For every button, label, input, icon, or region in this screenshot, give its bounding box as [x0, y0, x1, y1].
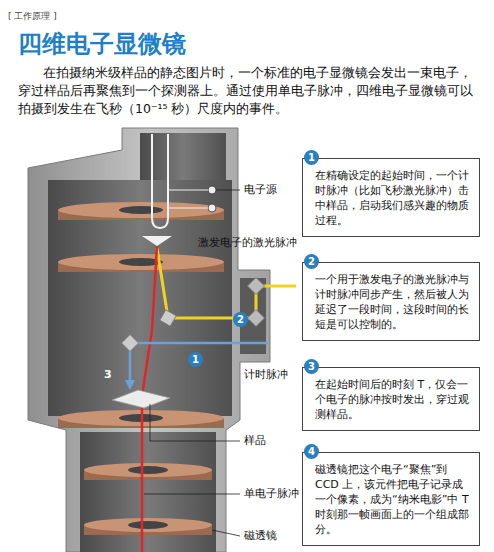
part-label-text: 磁透镜	[244, 529, 277, 542]
part-label-text: 计时脉冲	[244, 368, 288, 381]
part-label-text: 样品	[244, 434, 266, 447]
callout-number: 1	[188, 352, 203, 367]
callout-number-text: 3	[104, 368, 112, 381]
part-label: 计时脉冲	[244, 368, 288, 382]
step-number: 1	[308, 150, 315, 165]
step-number: 4	[308, 444, 315, 459]
part-label: 电子源	[244, 183, 277, 197]
callout-number-text: 2	[237, 312, 244, 327]
step-box: 在起始时间后的时刻 T，仅会一个电子的脉冲按时发出，穿过观测样品。	[302, 367, 480, 431]
step-box: 磁透镜把这个电子“聚焦”到 CCD 上，该元件把电子记录成一个像素，成为“纳米电…	[302, 452, 480, 546]
step-text: 一个用于激发电子的激光脉冲与计时脉冲同步产生，然后被人为延迟了一段时间，这段时间…	[315, 273, 469, 331]
step-box: 一个用于激发电子的激光脉冲与计时脉冲同步产生，然后被人为延迟了一段时间，这段时间…	[302, 262, 480, 341]
step-text: 磁透镜把这个电子“聚焦”到 CCD 上，该元件把电子记录成一个像素，成为“纳米电…	[315, 463, 469, 536]
callout-number: 2	[233, 312, 248, 327]
part-label: 样品	[244, 434, 266, 448]
step-number: 2	[308, 254, 315, 269]
section-tag: [ 工作原理 ]	[8, 10, 57, 22]
callout-number: 3	[104, 368, 112, 382]
section-tag-text: [ 工作原理 ]	[8, 11, 57, 21]
step-text: 在起始时间后的时刻 T，仅会一个电子的脉冲按时发出，穿过观测样品。	[315, 378, 469, 421]
title: 四维电子显微镜	[18, 30, 186, 58]
title-text: 四维电子显微镜	[18, 30, 186, 58]
step-number-circle: 1	[304, 150, 319, 165]
intro-paragraph-text: 在拍摄纳米级样品的静态图片时，一个标准的电子显微镜会发出一束电子，穿过样品后再聚…	[18, 65, 473, 116]
part-label-text: 电子源	[244, 183, 277, 196]
step-number: 3	[308, 359, 315, 374]
step-box: 在精确设定的起始时间，一个计时脉冲（比如飞秒激光脉冲）击中样品，启动我们感兴趣的…	[302, 158, 480, 237]
step-number-circle: 2	[304, 254, 319, 269]
step-number-circle: 3	[304, 359, 319, 374]
part-label: 单电子脉冲	[244, 487, 299, 501]
step-number-circle: 4	[304, 444, 319, 459]
step-text: 在精确设定的起始时间，一个计时脉冲（比如飞秒激光脉冲）击中样品，启动我们感兴趣的…	[315, 169, 469, 227]
intro-paragraph: 在拍摄纳米级样品的静态图片时，一个标准的电子显微镜会发出一束电子，穿过样品后再聚…	[18, 64, 474, 118]
part-label: 激发电子的激光脉冲	[198, 236, 297, 250]
callout-number-text: 1	[192, 352, 199, 367]
part-label-text: 单电子脉冲	[244, 487, 299, 500]
part-label-text: 激发电子的激光脉冲	[198, 236, 297, 249]
part-label: 磁透镜	[244, 529, 277, 543]
